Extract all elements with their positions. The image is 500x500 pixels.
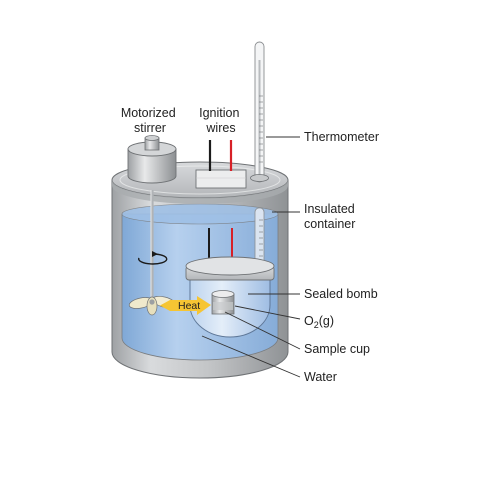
rotation-arrow-icon [138, 251, 168, 265]
water-label: Water [304, 370, 337, 384]
sample-cup [211, 290, 235, 315]
oxygen-label: O2(g) [304, 314, 334, 330]
motorized-stirrer [127, 135, 177, 316]
sealed-bomb [185, 256, 275, 338]
ignition-wires-label: Ignition wires [199, 106, 243, 135]
oxygen-label-subscript: 2 [314, 320, 319, 330]
sample-cup-label: Sample cup [304, 342, 370, 356]
ignition-wires-label-line1: Ignition [199, 106, 239, 120]
water-leader [201, 335, 301, 378]
ignition-wires-label-line2: wires [205, 121, 235, 135]
sealed-bomb-label: Sealed bomb [304, 287, 378, 301]
oxygen-leader [234, 305, 301, 320]
thermometer [250, 41, 269, 297]
heat-arrow-icon: Heat [160, 296, 211, 315]
thermometer-label: Thermometer [304, 130, 379, 144]
insulated-container-label-line2: container [304, 217, 355, 231]
sample-cup-leader [224, 311, 301, 350]
oxygen-label-suffix: (g) [319, 314, 334, 328]
insulated-container-label: Insulated container [304, 202, 358, 231]
motorized-stirrer-label: Motorized stirrer [121, 106, 179, 135]
motorized-stirrer-label-line1: Motorized [121, 106, 176, 120]
heat-label: Heat [178, 300, 200, 312]
motorized-stirrer-label-line2: stirrer [134, 121, 166, 135]
insulated-container-label-line1: Insulated [304, 202, 355, 216]
oxygen-label-base: O [304, 314, 314, 328]
